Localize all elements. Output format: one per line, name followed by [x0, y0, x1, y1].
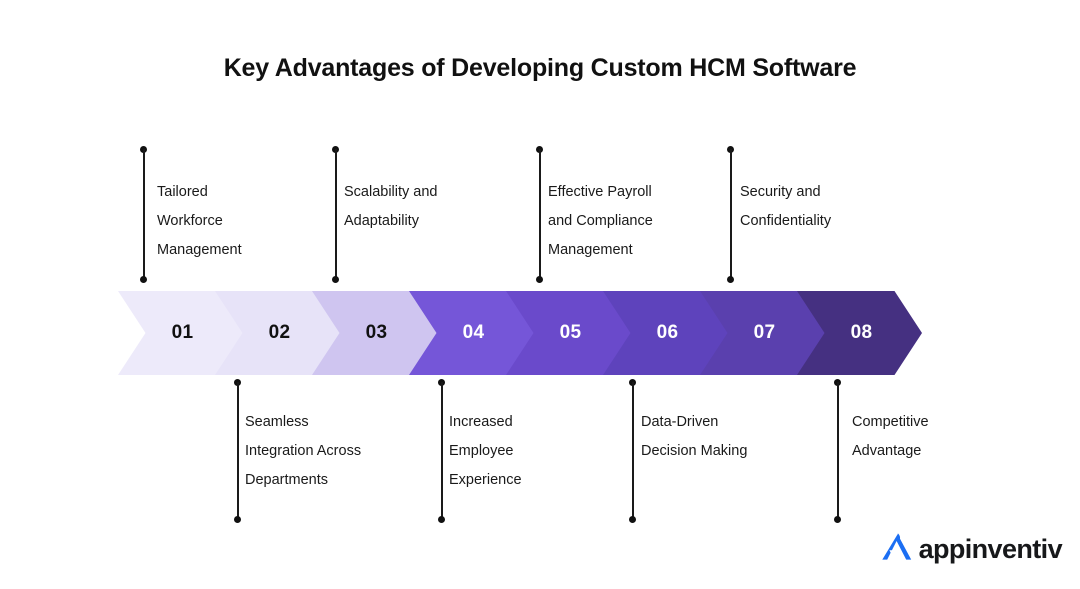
chevron-step-number: 03 — [365, 322, 388, 343]
connector-stem — [730, 149, 732, 280]
connector-step-01 — [140, 146, 147, 283]
connector-stem — [335, 149, 337, 280]
connector-step-08 — [834, 379, 841, 523]
process-chevron-band: 01 02 03 04 05 06 07 08 — [118, 291, 922, 375]
connector-dot-bottom — [438, 516, 445, 523]
chevron-step-number: 01 — [171, 322, 194, 343]
connector-step-07 — [727, 146, 734, 283]
connector-dot-bottom — [629, 516, 636, 523]
connector-stem — [539, 149, 541, 280]
connector-step-03 — [332, 146, 339, 283]
step-label-07: Security and Confidentiality — [740, 184, 832, 229]
connector-step-02 — [234, 379, 241, 523]
chevron-step-number: 08 — [850, 322, 873, 343]
appinventiv-a-logo-icon — [878, 528, 916, 571]
connector-step-04 — [438, 379, 445, 523]
connector-step-05 — [536, 146, 543, 283]
chevron-step-number: 02 — [268, 322, 291, 343]
connector-dot-bottom — [234, 516, 241, 523]
step-label-04: Increased Employee Experience — [449, 414, 522, 488]
connector-dot-bottom — [536, 276, 543, 283]
connector-dot-bottom — [332, 276, 339, 283]
brand-logo: appinventiv — [878, 528, 1063, 571]
connector-step-06 — [629, 379, 636, 523]
page-title: Key Advantages of Developing Custom HCM … — [223, 54, 857, 82]
connector-dot-bottom — [140, 276, 147, 283]
chevron-step-number: 07 — [753, 322, 776, 343]
connector-dot-bottom — [727, 276, 734, 283]
step-label-08: Competitive Advantage — [852, 414, 929, 459]
chevron-step-number: 04 — [462, 322, 485, 343]
connector-stem — [441, 382, 443, 520]
connector-stem — [143, 149, 145, 280]
step-label-06: Data-Driven Decision Making — [641, 414, 748, 459]
connector-dot-bottom — [834, 516, 841, 523]
step-label-03: Scalability and Adaptability — [344, 184, 438, 229]
step-label-05: Effective Payroll and Compliance Managem… — [548, 184, 653, 258]
brand-name: appinventiv — [918, 534, 1063, 564]
chevron-step-number: 05 — [559, 322, 582, 343]
step-label-01: Tailored Workforce Management — [157, 184, 242, 258]
connector-stem — [237, 382, 239, 520]
chevron-step-05[interactable]: 05 — [506, 291, 631, 375]
step-label-02: Seamless Integration Across Departments — [245, 414, 362, 488]
connector-stem — [632, 382, 634, 520]
connector-stem — [837, 382, 839, 520]
chevron-step-number: 06 — [656, 322, 679, 343]
